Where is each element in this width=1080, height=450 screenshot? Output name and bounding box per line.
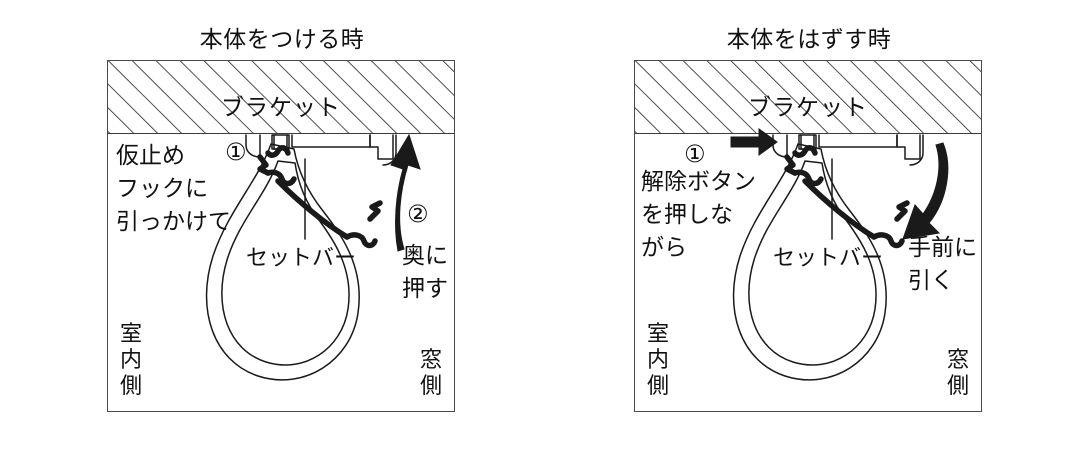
orientation-window-detach: 窓 側 (946, 347, 969, 398)
instruction-line: 引く (908, 267, 954, 293)
bracket-label-detach: ブラケット (748, 94, 868, 120)
step-marker-2-attach: ② (407, 201, 429, 228)
instruction-line: がら (641, 234, 687, 260)
instruction-detach-left: 解除ボタン を押しな がら (641, 165, 756, 264)
instruction-line: 押す (402, 275, 448, 301)
orientation-window-attach: 窓 側 (419, 347, 442, 398)
instruction-line: フックに (116, 175, 208, 201)
instruction-attach-left: 仮止め フックに 引っかけて (116, 139, 231, 238)
panel-attach-box: ブラケット (107, 60, 455, 412)
bracket-label-attach: ブラケット (221, 94, 341, 120)
ceiling-hatching-attach (108, 61, 454, 134)
ceiling-hatching-detach (635, 61, 981, 134)
panel-attach-title: 本体をつける時 (199, 26, 365, 52)
part-label-setbar-detach: セットバー (773, 245, 884, 270)
instruction-detach-right: 手前に 引く (908, 231, 977, 297)
orientation-indoor-detach: 室 内 側 (646, 321, 669, 398)
part-label-setbar-attach: セットバー (246, 245, 357, 270)
panel-detach-title: 本体をはずす時 (726, 26, 892, 52)
instruction-attach-right: 奥に 押す (402, 239, 448, 305)
instruction-line: 手前に (908, 234, 977, 260)
step-marker-1-attach: ① (225, 139, 247, 166)
instruction-line: 仮止め (116, 142, 185, 168)
step-marker-1-detach: ① (684, 141, 706, 168)
push-up-arrow-attach (390, 133, 421, 252)
orientation-indoor-attach: 室 内 側 (119, 321, 142, 398)
instruction-line: 引っかけて (116, 208, 231, 234)
instruction-line: 解除ボタン (641, 168, 756, 194)
instruction-line: を押しな (641, 201, 733, 227)
pull-down-arrow-detach (902, 142, 949, 240)
instruction-line: 奥に (402, 242, 448, 268)
panel-detach-box: ブラケット (634, 60, 982, 412)
